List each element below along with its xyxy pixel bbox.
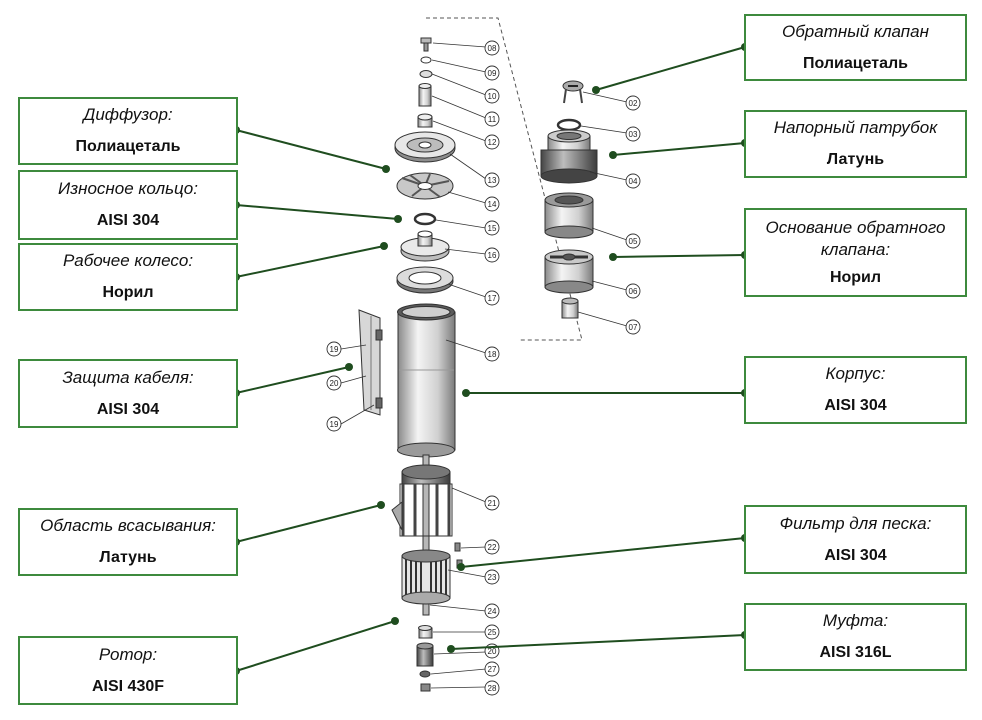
part-number: 19 [330, 420, 339, 429]
callout-title: Фильтр для песка: [779, 513, 932, 533]
sleeve-part-icon [418, 625, 433, 639]
callout-material: AISI 430F [91, 677, 165, 695]
part-number: 13 [488, 176, 497, 185]
wear-ring-part-icon [413, 212, 437, 226]
impeller-part-icon [400, 230, 450, 262]
callout-material: Норил [829, 268, 882, 286]
spacer-part-icon [417, 113, 433, 128]
callout-intake: Область всасывания: Латунь [18, 508, 238, 576]
shaft-part-icon [422, 454, 430, 616]
callout-outlet-pipe: Напорный патрубок Латунь [744, 110, 967, 178]
bushing-part-icon [418, 83, 432, 107]
callout-valve-base: Основание обратного клапана: Норил [744, 208, 967, 297]
intake-part-icon [391, 464, 453, 537]
part-number: 16 [488, 251, 497, 260]
callout-material: AISI 304 [96, 212, 160, 229]
part-number: 23 [488, 573, 497, 582]
callout-leaders [235, 46, 746, 672]
part-number: 02 [629, 99, 638, 108]
callout-title: Обратный клапан [782, 21, 929, 41]
callout-material: Латунь [99, 549, 157, 566]
diffuser-ring-part-icon [396, 266, 454, 294]
part-number: 21 [488, 499, 497, 508]
callout-material: AISI 304 [824, 546, 887, 564]
valve-clip-part-icon [562, 80, 584, 104]
part-number: 04 [629, 177, 638, 186]
valve-sleeve-part-icon [561, 297, 579, 319]
nut-part-icon [419, 670, 431, 678]
callout-title: Ротор: [98, 644, 158, 664]
callout-title: Напорный патрубок [773, 118, 938, 137]
part-number: 24 [488, 607, 497, 616]
callout-material: AISI 304 [96, 400, 160, 418]
impeller-blades-part-icon [396, 172, 454, 200]
part-number-circles [326, 40, 641, 696]
part-number: 17 [488, 294, 497, 303]
part-number-leaders [340, 42, 628, 689]
callout-material: Полиацеталь [75, 138, 181, 155]
callout-title: Муфта: [822, 611, 889, 630]
screw-part-icon [420, 37, 432, 52]
callout-coupling: Муфта: AISI 316L [744, 603, 967, 671]
bolt-part-icon [420, 683, 431, 692]
part-number: 12 [488, 138, 497, 147]
part-number: 11 [488, 115, 497, 124]
valve-base-part-icon [544, 249, 594, 294]
o-ring-part-icon [556, 118, 582, 132]
callout-material: Латунь [826, 151, 885, 168]
washer-part-icon [420, 56, 432, 64]
part-number: 03 [629, 130, 638, 139]
ring-part-icon [419, 70, 433, 78]
cable-guard-part-icon [358, 309, 383, 416]
callout-title: Защита кабеля: [62, 367, 194, 387]
callout-wear-ring: Износное кольцо: AISI 304 [18, 170, 238, 240]
callout-title: Рабочее колесо: [62, 251, 194, 270]
part-number: 28 [488, 684, 497, 693]
callout-check-valve: Обратный клапан Полиацеталь [744, 14, 967, 81]
part-number: 09 [488, 69, 497, 78]
part-number-labels: 08 09 10 11 12 13 14 15 16 17 18 19 20 1… [330, 44, 638, 693]
part-number: 10 [488, 92, 497, 101]
callout-title: Диффузор: [83, 105, 173, 124]
callout-material: Норил [102, 284, 154, 301]
callout-material: Полиацеталь [802, 54, 909, 72]
check-valve-parts [540, 80, 598, 319]
part-number: 19 [330, 345, 339, 354]
part-number: 08 [488, 44, 497, 53]
assembly-dashed-line [426, 17, 583, 341]
part-number: 15 [488, 224, 497, 233]
callout-cable-guard: Защита кабеля: AISI 304 [18, 359, 238, 428]
part-number: 20 [488, 647, 497, 656]
part-number: 22 [488, 543, 497, 552]
part-number: 07 [629, 323, 638, 332]
outlet-pipe-part-icon [540, 129, 598, 184]
callout-title: Область всасывания: [40, 516, 216, 535]
callout-material: AISI 304 [824, 397, 887, 414]
callout-title: Износное кольцо: [58, 179, 198, 198]
part-number: 18 [488, 350, 497, 359]
part-number: 05 [629, 237, 638, 246]
coupling-part-icon [416, 642, 434, 667]
valve-body-part-icon [544, 192, 594, 239]
part-number: 06 [629, 287, 638, 296]
callout-housing: Корпус: AISI 304 [744, 356, 967, 424]
sand-filter-part-icon [401, 549, 451, 605]
callout-diffuser: Диффузор: Полиацеталь [18, 97, 238, 165]
part-number: 27 [488, 665, 497, 674]
central-parts [391, 37, 463, 692]
part-number: 25 [488, 628, 497, 637]
callout-material: AISI 316L [819, 644, 892, 661]
part-number: 14 [488, 200, 497, 209]
callout-rotor: Ротор: AISI 430F [18, 636, 238, 705]
diffuser-part-icon [394, 131, 456, 163]
callout-impeller: Рабочее колесо: Норил [18, 243, 238, 311]
part-number: 20 [330, 379, 339, 388]
callout-title: Корпус: [825, 364, 886, 383]
housing-part-icon [397, 303, 456, 458]
callout-title: Основание обратного клапана: [765, 217, 946, 259]
callout-sand-filter: Фильтр для песка: AISI 304 [744, 505, 967, 574]
